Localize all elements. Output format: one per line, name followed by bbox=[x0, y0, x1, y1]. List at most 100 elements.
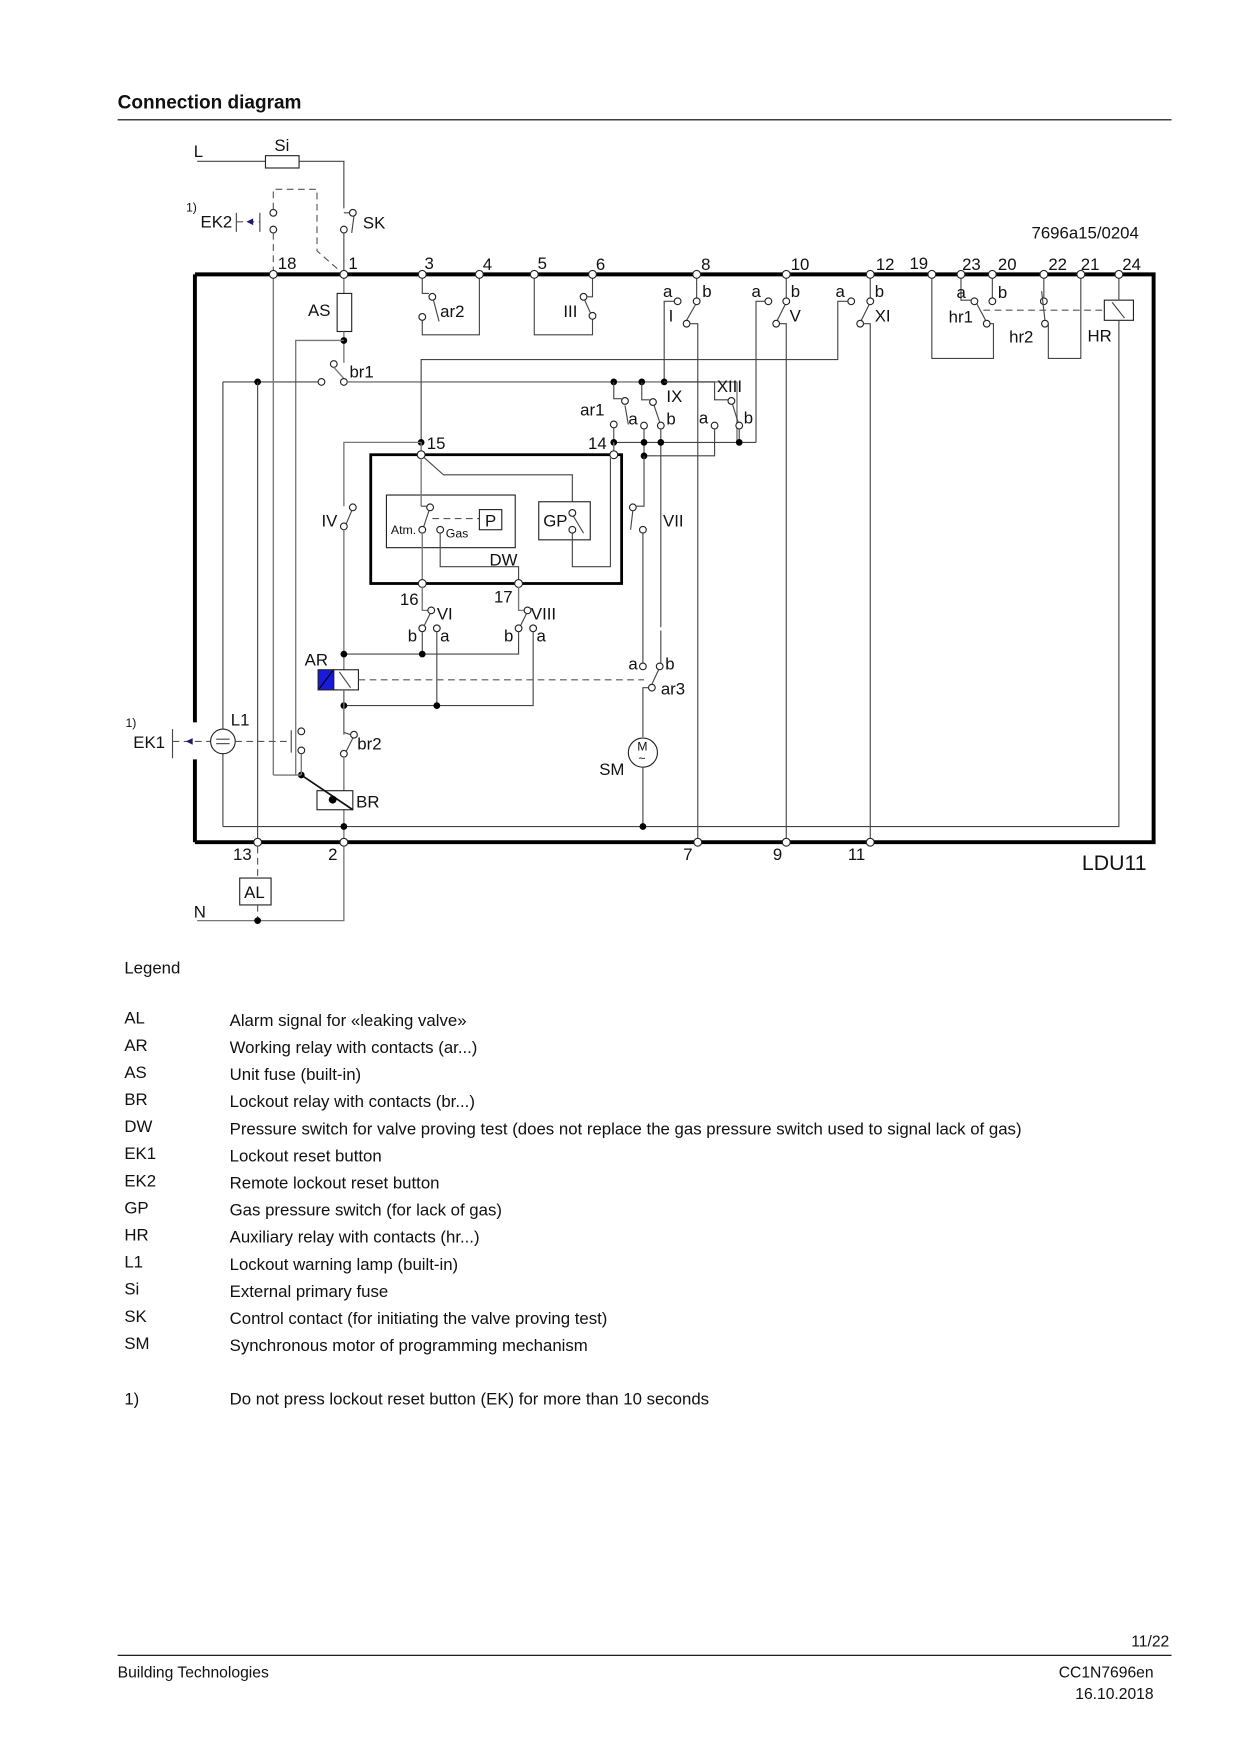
br1-contact-icon bbox=[329, 360, 338, 368]
terminal-14 bbox=[609, 450, 619, 460]
terminal-24 bbox=[1114, 269, 1124, 279]
legend-description: Unit fuse (built-in) bbox=[230, 1065, 362, 1084]
xiii-blade bbox=[731, 404, 739, 423]
ek1-label: EK1 bbox=[133, 733, 165, 752]
terminal-label: 18 bbox=[278, 254, 297, 273]
sk-contact-icon bbox=[339, 225, 348, 234]
legend-description: Control contact (for initiating the valv… bbox=[230, 1309, 608, 1328]
vii-contact-icon bbox=[628, 503, 637, 512]
terminal-label: 13 bbox=[233, 845, 252, 864]
ek2-label: EK2 bbox=[201, 212, 233, 231]
hr1-label: hr1 bbox=[949, 308, 973, 327]
legend-code: DW bbox=[124, 1117, 152, 1136]
as-label: AS bbox=[308, 301, 330, 320]
junction bbox=[254, 917, 261, 924]
legend-code: EK2 bbox=[124, 1171, 156, 1190]
wire bbox=[343, 631, 520, 655]
legend-description: Auxiliary relay with contacts (hr...) bbox=[230, 1228, 480, 1247]
vi-contact-b-icon bbox=[418, 624, 427, 633]
legend-code: SM bbox=[124, 1334, 149, 1353]
terminal-11 bbox=[865, 837, 875, 847]
legend-description: Lockout warning lamp (built-in) bbox=[230, 1255, 459, 1274]
wire bbox=[421, 274, 480, 336]
ar-coil-icon bbox=[318, 670, 334, 690]
gp-label: GP bbox=[543, 511, 567, 530]
br2-label: br2 bbox=[357, 734, 381, 753]
ar3-contact-icon bbox=[647, 683, 656, 692]
terminal-8 bbox=[692, 269, 702, 279]
v-blade bbox=[776, 304, 786, 321]
wire bbox=[1047, 274, 1082, 359]
terminal-6 bbox=[588, 269, 597, 279]
wire bbox=[689, 323, 699, 843]
hr1-contact-icon bbox=[982, 319, 991, 328]
neutral-label: N bbox=[194, 902, 206, 921]
terminal-label: 4 bbox=[483, 255, 492, 274]
footnote-code: 1) bbox=[124, 1389, 139, 1408]
page-number: 11/22 bbox=[1131, 1633, 1169, 1650]
terminal-label: 2 bbox=[328, 845, 337, 864]
ek1-contact-icon bbox=[297, 746, 306, 755]
hr1-contact-b-icon bbox=[988, 297, 997, 306]
terminal-20 bbox=[987, 269, 997, 279]
terminal-7 bbox=[693, 837, 703, 847]
hr2-blade bbox=[1041, 291, 1046, 321]
i-contact-a-icon bbox=[673, 297, 682, 306]
contact-b-label: b bbox=[998, 283, 1007, 302]
ek2-linkage bbox=[272, 188, 345, 275]
wire bbox=[343, 441, 422, 507]
terminal-label: 21 bbox=[1081, 255, 1100, 274]
terminal-9 bbox=[781, 837, 791, 847]
wire bbox=[641, 381, 650, 401]
wire bbox=[571, 458, 611, 568]
contact-b-label: b bbox=[875, 282, 884, 301]
footer-doc-id: CC1N7696en bbox=[1059, 1665, 1154, 1682]
wire bbox=[343, 631, 534, 707]
terminal-5 bbox=[529, 269, 539, 279]
terminal-22 bbox=[1039, 269, 1049, 279]
hr2-label: hr2 bbox=[1009, 328, 1033, 347]
line-label: L bbox=[194, 142, 203, 161]
vi-blade bbox=[424, 613, 431, 626]
legend-code: BR bbox=[124, 1090, 147, 1109]
wire bbox=[636, 455, 645, 507]
terminal-12 bbox=[865, 269, 875, 279]
terminal-19 bbox=[927, 269, 937, 279]
legend-code: AR bbox=[124, 1036, 147, 1055]
iii-contact-icon bbox=[579, 292, 588, 301]
page-title: Connection diagram bbox=[118, 93, 302, 114]
gp-contact-icon bbox=[568, 509, 577, 517]
terminal-3 bbox=[417, 269, 427, 279]
terminal-4 bbox=[474, 269, 484, 279]
contact-a-label: a bbox=[956, 283, 966, 302]
footnote-mark: 1) bbox=[125, 716, 136, 730]
ar2-contact-icon bbox=[428, 292, 437, 301]
terminal-label: 10 bbox=[791, 255, 810, 274]
wire bbox=[421, 274, 429, 294]
contact-a-label: a bbox=[440, 627, 450, 646]
legend-code: HR bbox=[124, 1225, 148, 1244]
xi-blade bbox=[860, 304, 870, 321]
dw-label: DW bbox=[489, 551, 517, 570]
terminal-10 bbox=[781, 269, 791, 279]
br1-blade bbox=[333, 366, 345, 380]
junction bbox=[640, 439, 648, 446]
wire bbox=[517, 586, 526, 612]
junction bbox=[328, 795, 337, 804]
terminal-16 bbox=[417, 579, 427, 588]
wire bbox=[644, 428, 716, 457]
terminal-label: 5 bbox=[538, 254, 547, 273]
viii-contact-a-icon bbox=[529, 624, 538, 633]
top-terminals bbox=[268, 269, 1124, 279]
terminal-1 bbox=[339, 269, 349, 279]
gp-blade bbox=[572, 516, 585, 534]
iv-label: IV bbox=[321, 511, 338, 530]
sm-label: SM bbox=[599, 760, 624, 779]
legend-description: Remote lockout reset button bbox=[230, 1174, 440, 1193]
vii-label: VII bbox=[663, 511, 684, 530]
wire bbox=[663, 300, 675, 382]
terminal-label: 17 bbox=[494, 588, 513, 607]
junction bbox=[433, 702, 441, 709]
legend-title: Legend bbox=[124, 958, 180, 977]
legend-description: Working relay with contacts (ar...) bbox=[230, 1038, 478, 1057]
